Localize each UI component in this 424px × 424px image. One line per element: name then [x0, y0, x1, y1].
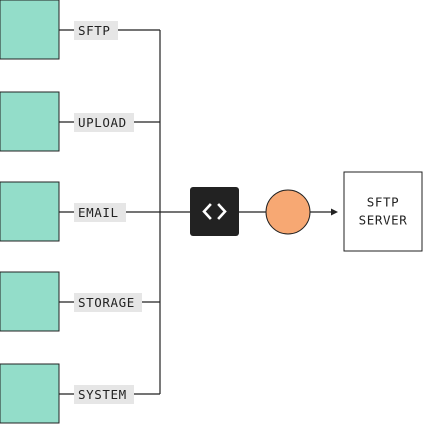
source-label-email: EMAIL — [78, 205, 119, 220]
source-email: EMAIL — [0, 181, 190, 242]
source-box-email — [0, 181, 60, 242]
source-box-storage — [0, 271, 60, 332]
source-label-storage: STORAGE — [78, 295, 135, 310]
source-storage: STORAGE — [0, 271, 160, 332]
source-system: SYSTEM — [0, 363, 160, 424]
source-label-bg-upload — [74, 113, 134, 132]
hub — [190, 187, 239, 236]
arrowhead — [331, 208, 338, 216]
orange-node-circle — [265, 189, 311, 235]
hub-box — [190, 187, 239, 236]
source-label-bg-storage — [74, 293, 142, 312]
server-box — [343, 171, 423, 252]
server-label-line-2: SERVER — [359, 213, 408, 228]
source-label-upload: UPLOAD — [78, 115, 127, 130]
destination-server: SFTP SERVER — [343, 171, 423, 252]
source-box-system — [0, 363, 60, 424]
source-box-sftp — [0, 0, 60, 60]
source-label-sftp: SFTP — [78, 23, 111, 38]
code-brackets-icon — [202, 203, 227, 220]
source-upload: UPLOAD — [0, 91, 160, 152]
source-label-system: SYSTEM — [78, 387, 127, 402]
source-label-bg-email — [74, 203, 126, 222]
source-box-upload — [0, 91, 60, 152]
server-label-line-1: SFTP — [367, 195, 400, 210]
source-sftp: SFTP — [0, 0, 160, 60]
source-label-bg-system — [74, 385, 134, 404]
source-label-bg-sftp — [74, 21, 118, 40]
